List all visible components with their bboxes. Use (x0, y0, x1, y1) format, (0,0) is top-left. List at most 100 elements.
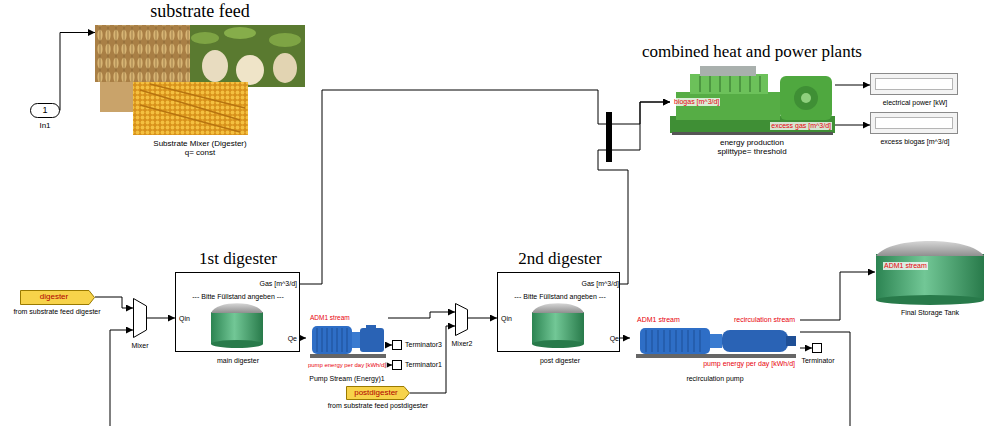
merge-outline (455, 303, 468, 336)
mixer-block: Mixer (133, 298, 147, 338)
pump-illustration-part (310, 354, 386, 358)
merge-outline (133, 298, 147, 338)
signal-line (620, 338, 630, 339)
pump-illustration (310, 325, 386, 358)
crop-photo-part (202, 50, 228, 82)
block-caption: Mixer (131, 342, 148, 350)
pump-illustration-part (722, 330, 788, 352)
pump-block: ADM1 stream recirculation stream pump ener… (630, 310, 800, 372)
signal-line (800, 272, 875, 320)
digester-tank-icon-part (211, 312, 263, 344)
merge-shape (134, 299, 147, 338)
inport-block: 1In1 (30, 103, 60, 118)
signal-line (800, 348, 812, 349)
block-caption: excess biogas [m^3/d] (880, 138, 949, 146)
port-number: 1 (42, 105, 47, 115)
signal-line (410, 326, 455, 393)
section-title: 2nd digester (518, 249, 602, 269)
signal-line (388, 312, 455, 318)
tag-shape (347, 387, 410, 400)
display-window (875, 78, 953, 90)
from-tag: digesterfrom substrate feed digester (20, 290, 95, 305)
block-caption: electrical power [kW] (883, 99, 948, 107)
crop-photo (95, 25, 305, 135)
display-block: excess biogas [m^3/d] (870, 112, 958, 134)
block-caption: Terminator (801, 357, 834, 365)
block-caption: recirculation pump (686, 375, 743, 383)
digester-tank-icon-part (211, 340, 263, 348)
substrate-mixer-block: substrate feedSubstrate Mixer (Digester)… (95, 25, 305, 135)
terminator-block: Terminator (812, 343, 822, 353)
pump-illustration-part (360, 328, 384, 352)
engine-illustration-part (794, 86, 818, 110)
tag-name: postdigester (354, 388, 398, 397)
signal-line (468, 318, 497, 319)
block-caption: Mixer2 (452, 340, 473, 348)
signal-line (300, 338, 306, 339)
from-tag: postdigesterfrom substrate feed postdige… (346, 386, 410, 400)
signal-line (598, 102, 670, 284)
display-block: electrical power [kW] (870, 73, 958, 95)
signal-line (110, 330, 850, 426)
digester-tank-icon-part (211, 303, 263, 313)
block-caption: Substrate Mixer (Digester) q= const (148, 139, 252, 157)
merge-shape (456, 304, 468, 336)
pump-illustration-part (710, 334, 722, 348)
block-caption: Terminator1 (405, 361, 442, 369)
oval-shape (31, 104, 60, 118)
port-label: Gas [m^3/d] (581, 280, 619, 288)
tag-name: digester (40, 292, 68, 301)
signal-line (300, 90, 670, 284)
block-caption: Terminator3 (405, 341, 442, 349)
signal-line (60, 33, 95, 111)
port-label: ADM1 stream (636, 316, 681, 324)
block-text: --- Bitte Füllstand angeben --- (514, 293, 605, 301)
chp-block: combined heat and power plantsbiogas [m^… (670, 65, 835, 135)
port-label: pump energy per day [kWh/d] (307, 362, 387, 369)
pump-illustration-part (786, 336, 796, 346)
port-label: Gas [m^3/d] (259, 280, 297, 288)
pump-illustration (636, 328, 796, 358)
storage-tank-illustration-part (876, 295, 984, 305)
crop-photo-part (190, 25, 305, 87)
mux-bar (606, 112, 612, 162)
block-caption: In1 (39, 121, 50, 130)
pump-illustration-part (312, 326, 352, 354)
digester-tank-icon-part (532, 340, 584, 348)
block-caption: from substrate feed digester (13, 308, 100, 316)
mixer-block: Mixer2 (455, 303, 468, 336)
engine-illustration-part (700, 76, 760, 92)
digester-tank-icon (211, 303, 263, 348)
terminator-block: Terminator3 (392, 340, 402, 350)
storage-tank-illustration-part (876, 254, 984, 300)
digester-tank-icon (532, 303, 584, 348)
crop-photo-part (269, 33, 301, 47)
storage-tank-illustration-part (876, 241, 984, 256)
digester-block: 2nd digester--- Bitte Füllstand angeben … (497, 272, 620, 352)
signal-line (95, 297, 133, 308)
storage-tank-illustration (876, 241, 984, 305)
crop-photo-part (191, 32, 219, 44)
crop-photo-part (133, 82, 248, 135)
digester-tank-icon-part (532, 303, 584, 313)
crop-photo-part (100, 82, 135, 112)
digester-tank-icon-part (532, 312, 584, 344)
port-label: ADM1 stream (883, 262, 928, 270)
pump-illustration-part (646, 330, 700, 352)
display-window (875, 117, 953, 129)
block-caption: energy production splittype= threshold (706, 138, 798, 156)
signal-line (147, 318, 175, 319)
storage-tank-block: ADM1 streamFinal Storage Tank (875, 240, 985, 305)
block-caption: from substrate feed postdigester (328, 402, 428, 410)
pump-illustration-part (636, 354, 796, 358)
block-caption: Final Storage Tank (901, 309, 959, 317)
engine-illustration (670, 66, 835, 135)
engine-illustration-part (690, 74, 768, 94)
port-label: recirculation stream (733, 316, 796, 324)
section-title: substrate feed (150, 1, 249, 22)
pump-illustration-part (640, 328, 710, 354)
digester-block: 1st digester--- Bitte Füllstand angeben … (175, 272, 300, 352)
port-label: pump energy per day [kWh/d] (702, 360, 796, 368)
crop-photo-part (273, 53, 297, 83)
